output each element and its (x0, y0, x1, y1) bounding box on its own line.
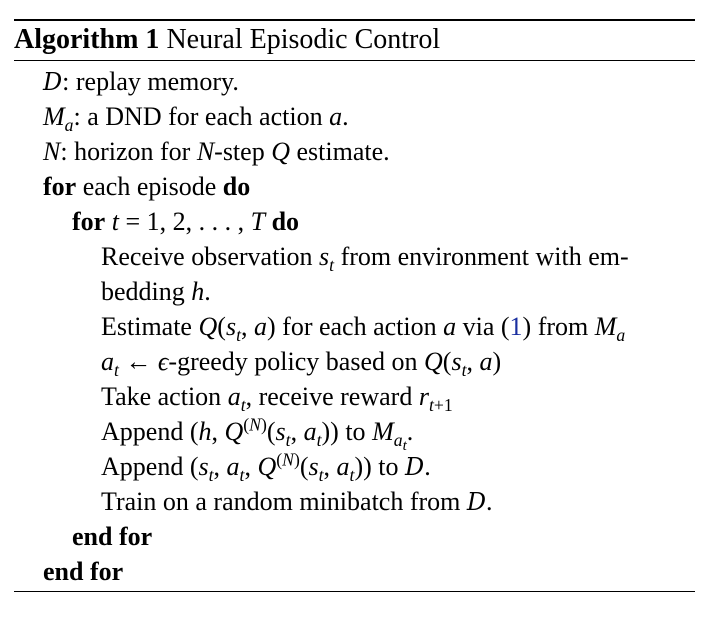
line-receive-observation: Receive observation st from environment … (101, 242, 629, 276)
algorithm-title: Neural Episodic Control (166, 24, 441, 55)
line-estimate-q: Estimate Q(st, a) for each action a via … (101, 312, 626, 346)
line-end-for-inner: end for (72, 522, 153, 551)
algorithm-caption: Algorithm 1 Neural Episodic Control (14, 23, 440, 57)
line-embedding: bedding h. (101, 277, 211, 306)
line-replay-memory: D: replay memory. (43, 67, 239, 96)
line-end-for-outer: end for (43, 557, 124, 586)
line-for-each-episode: for each episode do (43, 172, 251, 201)
line-horizon: N: horizon for N-step Q estimate. (43, 137, 390, 166)
line-append-replay: Append (st, at, Q(N)(st, at)) to D. (101, 449, 431, 486)
algorithm-label: Algorithm 1 (14, 24, 160, 55)
top-rule (14, 19, 695, 21)
equation-reference-link[interactable]: 1 (509, 312, 523, 341)
line-dnd: Ma: a DND for each action a. (43, 102, 349, 136)
line-epsilon-greedy: at ← ϵ-greedy policy based on Q(st, a) (101, 347, 502, 381)
line-for-t: for t = 1, 2, . . . , T do (72, 207, 300, 236)
line-train: Train on a random minibatch from D. (101, 487, 493, 516)
line-take-action: Take action at, receive reward rt+1 (101, 382, 453, 416)
bottom-rule (14, 591, 695, 592)
line-append-dnd: Append (h, Q(N)(st, at)) to Mat. (101, 414, 414, 454)
caption-rule (14, 60, 695, 61)
